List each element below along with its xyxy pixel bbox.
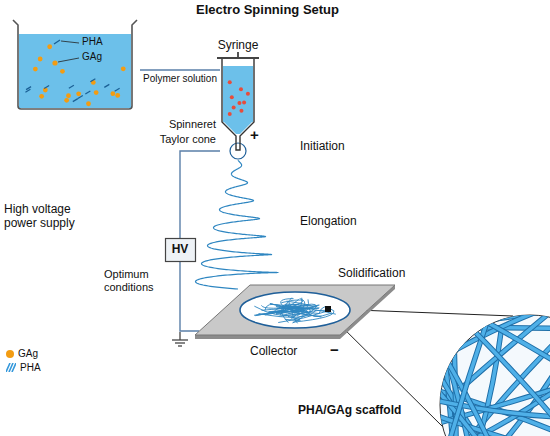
part-label: Spinneret <box>169 118 216 131</box>
collector-plate: Collector <box>195 285 395 339</box>
gag-particle <box>228 80 232 84</box>
syringe-cone <box>224 122 252 134</box>
gag-particle <box>60 69 65 74</box>
gag-particle <box>115 93 120 98</box>
legend-swatch <box>6 350 14 358</box>
beaker-label: PHA <box>82 36 103 48</box>
gag-particle <box>242 101 246 105</box>
legend-text: PHA <box>20 362 41 374</box>
gag-particle <box>239 109 243 113</box>
gag-particle <box>47 44 52 49</box>
pha-strand <box>73 99 78 102</box>
legend-text: GAg <box>18 348 38 360</box>
caption-label: PHA/GAg scaffold <box>298 404 401 418</box>
part-label: High voltage power supply <box>4 203 104 231</box>
taylor-cone-circle <box>230 143 246 159</box>
stage-label: Solidification <box>338 267 405 281</box>
pha-strand <box>90 79 95 82</box>
beaker: PHA GAg <box>10 18 140 110</box>
gag-particle <box>52 60 57 65</box>
pha-strand <box>85 91 90 94</box>
leader-line <box>58 58 79 62</box>
deposited-fiber <box>281 299 294 307</box>
node-shape <box>10 18 140 110</box>
gag-particle <box>64 98 69 103</box>
connector-label: Polymer solution <box>141 73 219 85</box>
deposited-fiber <box>255 308 298 316</box>
legend-entry: PHA <box>6 362 41 374</box>
pha-strand <box>104 84 109 87</box>
pha-strand <box>78 95 83 98</box>
note-label: Optimum conditions <box>104 268 174 293</box>
gag-particle <box>86 101 91 106</box>
ground-symbol <box>172 332 188 346</box>
zoom-marker <box>325 306 331 312</box>
syringe-solution <box>223 66 253 122</box>
diagram-title: Electro Spinning Setup <box>196 3 339 18</box>
gag-particle <box>230 95 234 99</box>
jet-path <box>196 160 278 289</box>
gag-particle <box>232 105 236 109</box>
syringe-barrel <box>222 59 254 150</box>
gag-particle <box>246 92 250 96</box>
hv-label: HV <box>172 243 189 257</box>
gag-particle <box>228 112 232 116</box>
stage-label: Elongation <box>300 215 357 229</box>
gag-particle <box>94 90 99 95</box>
electric-wire <box>180 151 220 238</box>
gag-particle <box>33 67 38 72</box>
pha-strand <box>69 85 74 88</box>
syringe-label: Syringe <box>218 39 259 53</box>
pha-strand <box>25 89 30 92</box>
node-shape <box>195 285 395 339</box>
feed-line <box>140 69 220 70</box>
polarity-sign: + <box>250 126 259 143</box>
plunger-rod <box>237 52 239 57</box>
stage-label: Initiation <box>300 140 345 154</box>
part-label: Taylor cone <box>160 133 216 146</box>
collector-label: Collector <box>250 345 297 359</box>
gag-particle <box>66 93 71 98</box>
fiber-mat <box>240 292 350 328</box>
legend-entry: GAg <box>6 348 38 360</box>
pha-strand <box>115 88 120 91</box>
pha-strand <box>54 40 60 44</box>
deposited-fiber <box>261 305 307 308</box>
polymer-jet <box>196 160 278 289</box>
deposited-fiber <box>300 305 319 310</box>
deposited-fiber <box>288 308 308 313</box>
polarity-sign: − <box>330 341 339 358</box>
gag-particle <box>110 91 115 96</box>
pha-strand <box>44 86 49 89</box>
leader-line <box>61 41 79 43</box>
polymer-liquid <box>19 34 131 108</box>
hv-box: HV <box>165 238 196 262</box>
collector-plate-top <box>195 285 395 335</box>
legend-symbol <box>6 363 16 372</box>
syringe-flange <box>217 57 259 59</box>
gag-particle <box>237 101 241 105</box>
gag-particle <box>239 87 243 91</box>
gag-particle <box>76 91 81 96</box>
beaker-outline <box>13 20 137 109</box>
gag-particle <box>38 57 43 62</box>
electric-wire <box>180 262 199 331</box>
gag-particle <box>121 66 126 71</box>
beaker-label: GAg <box>82 51 102 63</box>
gag-particle <box>39 94 44 99</box>
plate-edge <box>195 285 395 339</box>
hv-box-outline <box>165 239 195 262</box>
